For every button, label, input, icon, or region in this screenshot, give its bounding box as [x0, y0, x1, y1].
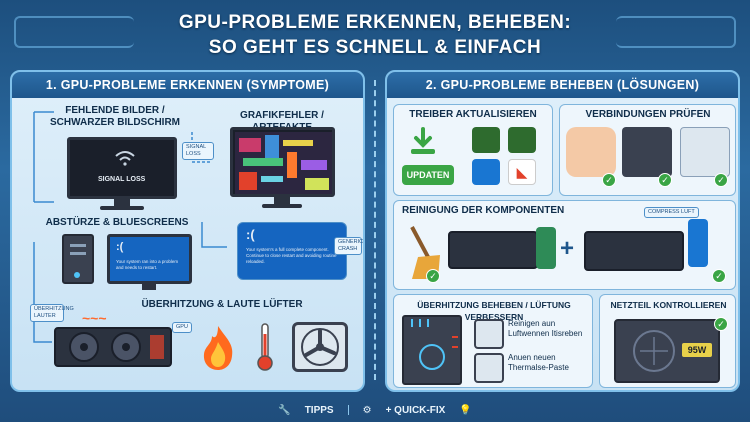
update-button[interactable]: UPDATEN: [402, 165, 454, 185]
check-icon: ✓: [602, 173, 616, 187]
artifacts-glitch-graphic: [235, 132, 332, 194]
bsod-text: Your system ran into a problem and needs…: [116, 259, 179, 270]
update-drivers-card: TREIBER AKTUALISIEREN UPDATEN ◣: [393, 104, 553, 196]
bluescreen-popup: :( Your system's a full complete compone…: [237, 222, 347, 280]
artifacts-monitor-base: [262, 204, 302, 208]
gpu-connector-icon: [622, 127, 672, 177]
symptom-overheating-label: ÜBERHITZUNG & LAUTE LÜFTER: [141, 299, 303, 310]
cooling-card: ÜBERHITZUNG BEHEBEN / LÜFTUNG VERBESSERN…: [393, 294, 593, 388]
check-icon: ✓: [714, 173, 728, 187]
symptom-no-image-label: FEHLENDE BILDER / SCHWARZER BILDSCHIRM: [50, 105, 180, 128]
footer-bar: 🔧 TIPPS ⚙ + QUICK-FIX 💡: [0, 398, 750, 422]
check-connections-label: VERBINDUNGEN PRÜFEN: [585, 109, 711, 120]
case-fan-icon: [292, 322, 348, 372]
footer-quickfix: + QUICK-FIX: [385, 404, 446, 416]
bsod-big-text: Your system's a full complete component.…: [246, 247, 337, 264]
artifacts-monitor: [230, 127, 335, 197]
flame-icon: [198, 324, 238, 377]
symptoms-heading: 1. GPU-PROBLEME ERKENNEN (SYMPTOME): [12, 72, 363, 98]
bsod-face: :(: [116, 241, 124, 253]
download-icon: [408, 127, 438, 162]
monitor-stand: [114, 199, 130, 207]
footer-separator: [347, 405, 349, 415]
symptoms-panel: 1. GPU-PROBLEME ERKENNEN (SYMPTOME) FEHL…: [10, 70, 365, 392]
cable-hand-icon: [566, 127, 616, 177]
monitor-base: [100, 206, 144, 210]
signal-loss-text: SIGNAL LOSS: [98, 176, 146, 183]
spray-can-icon: [536, 227, 556, 269]
cleaning-gpu-card-1: [448, 231, 538, 269]
black-screen-monitor: SIGNAL LOSS: [67, 137, 177, 199]
overheat-tag: ÜBERHITZUNG LAUTER: [30, 304, 74, 322]
psu-wattage-label: 95W: [682, 343, 712, 357]
lightbulb-icon: 💡: [459, 404, 472, 416]
compressed-air-can-icon: [688, 219, 708, 267]
thermal-paste-icon: [474, 353, 504, 383]
solutions-heading: 2. GPU-PROBLEME BEHEBEN (LÖSUNGEN): [387, 72, 738, 98]
cleaning-label: REINIGUNG DER KOMPONENTEN: [402, 205, 565, 216]
signal-loss-tag: SIGNAL LOSS: [182, 142, 214, 160]
symptom-crashes-label: ABSTÜRZE & BLUESCREENS: [45, 217, 189, 228]
compressed-air-tag: COMPRESS LUFT: [644, 207, 699, 218]
title-line-1: GPU-PROBLEME ERKENNEN, BEHEBEN:: [178, 11, 572, 33]
cooling-fan-icon: [474, 319, 504, 349]
driver-logo-1-icon: [472, 127, 500, 153]
cooling-label: ÜBERHITZUNG BEHEBEN / LÜFTUNG VERBESSERN: [417, 300, 571, 322]
nvidia-logo-icon: [472, 159, 500, 185]
wrench-icon: 🔧: [278, 404, 291, 416]
title-line-2: SO GEHT ES SCHNELL & EINFACH: [208, 36, 542, 58]
amd-logo-icon: ◣: [508, 159, 536, 185]
title-decoration-left: [14, 16, 134, 48]
plus-sign: +: [560, 235, 575, 262]
title-decoration-right: [616, 16, 736, 48]
hdmi-cable-icon: [680, 127, 730, 177]
bluescreen-monitor-stand: [142, 284, 156, 290]
artifacts-monitor-stand: [274, 197, 290, 205]
cooling-step-1: Reinigen aun Luftwennen Itisreben: [508, 319, 583, 338]
pc-case-airflow-icon: [402, 315, 462, 385]
check-icon: ✓: [712, 269, 726, 283]
driver-logo-2-icon: [508, 127, 536, 153]
psu-unit-icon: 95W: [614, 319, 720, 383]
bluescreen-monitor: :( Your system ran into a problem and ne…: [107, 234, 192, 284]
footer-tips: TIPPS: [304, 404, 334, 416]
overheating-gpu-card: [54, 327, 172, 367]
solutions-panel: 2. GPU-PROBLEME BEHEBEN (LÖSUNGEN) TREIB…: [385, 70, 740, 392]
check-icon: ✓: [426, 269, 440, 283]
update-drivers-label: TREIBER AKTUALISIEREN: [409, 109, 537, 120]
cleaning-card: REINIGUNG DER KOMPONENTEN COMPRESS LUFT …: [393, 200, 736, 290]
cleaning-gpu-card-2: [584, 231, 684, 271]
check-connections-card: VERBINDUNGEN PRÜFEN ✓ ✓ ✓: [559, 104, 736, 196]
generic-crash-tag: GENERIC CRASH: [334, 237, 363, 255]
psu-card: NETZTEIL KONTROLLIEREN 95W ✓: [599, 294, 736, 388]
pc-tower-icon: [62, 234, 94, 284]
check-icon: ✓: [658, 173, 672, 187]
panel-divider: [374, 80, 376, 380]
gear-icon: ⚙: [362, 404, 372, 416]
heat-waves-icon: ~~~: [82, 310, 107, 326]
thermometer-icon: [255, 322, 275, 377]
gpu-tag: GPU: [172, 322, 192, 333]
cooling-step-2: Anuen neuen Thermalse-Paste: [508, 353, 569, 372]
page-title: GPU-PROBLEME ERKENNEN, BEHEBEN: SO GEHT …: [150, 6, 600, 64]
check-icon: ✓: [714, 317, 728, 331]
bsod-big-face: :(: [246, 227, 255, 242]
psu-label: NETZTEIL KONTROLLIEREN: [610, 300, 727, 310]
wifi-signal-icon: [114, 150, 136, 171]
